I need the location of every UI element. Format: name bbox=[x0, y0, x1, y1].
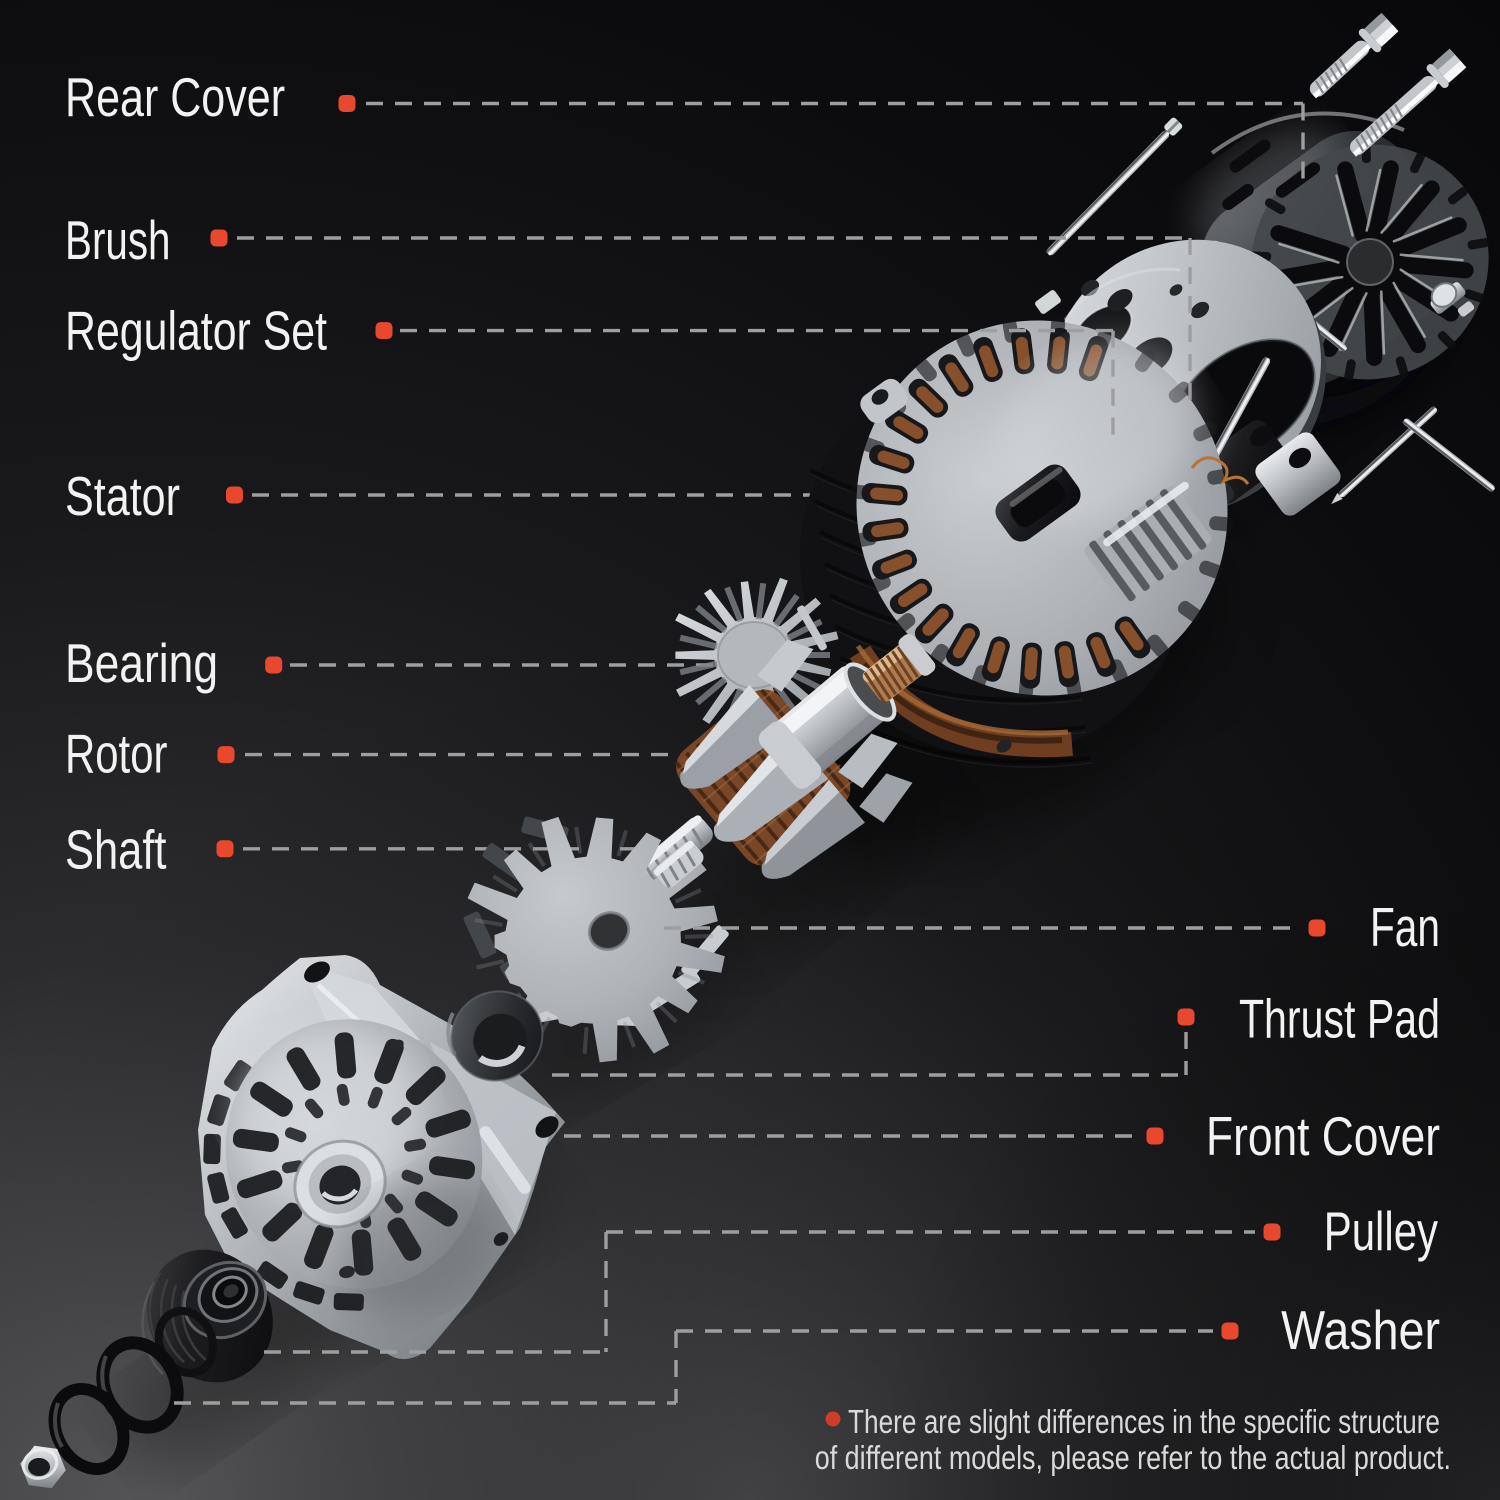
svg-text:Thrust Pad: Thrust Pad bbox=[1239, 989, 1440, 1050]
svg-text:Fan: Fan bbox=[1370, 897, 1440, 958]
svg-text:Stator: Stator bbox=[65, 466, 180, 527]
svg-text:Rotor: Rotor bbox=[65, 724, 167, 785]
svg-text:Rear Cover: Rear Cover bbox=[65, 67, 285, 128]
svg-text:Washer: Washer bbox=[1281, 1299, 1440, 1360]
svg-text:Pulley: Pulley bbox=[1324, 1202, 1439, 1263]
svg-text:There are slight differences i: There are slight differences in the spec… bbox=[848, 1404, 1440, 1441]
svg-text:of different models, please re: of different models, please refer to the… bbox=[815, 1440, 1451, 1476]
svg-text:Front Cover: Front Cover bbox=[1206, 1105, 1440, 1167]
svg-text:Brush: Brush bbox=[65, 210, 171, 272]
svg-text:Shaft: Shaft bbox=[65, 819, 167, 881]
svg-text:Regulator Set: Regulator Set bbox=[65, 300, 327, 361]
svg-text:Bearing: Bearing bbox=[65, 632, 218, 694]
